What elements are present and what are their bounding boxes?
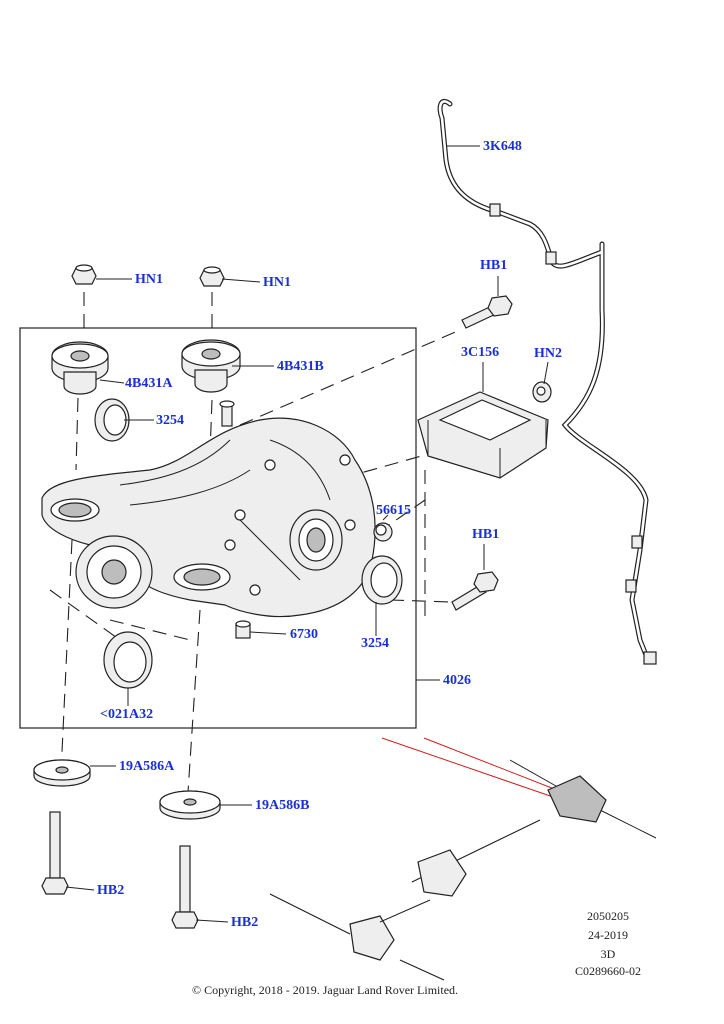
callout-6730: 6730 — [290, 627, 318, 642]
callout-4026: 4026 — [443, 673, 471, 688]
plug-6730 — [235, 620, 251, 639]
meta-ref: C0289660-02 — [575, 964, 641, 978]
callout-3254-upper: 3254 — [156, 413, 184, 428]
callout-4b431b: 4B431B — [277, 359, 324, 374]
washer-19a586b — [159, 790, 221, 820]
callout-56615: 56615 — [376, 503, 411, 518]
bolt-hb1-lower — [451, 571, 499, 611]
bush-4b431b — [181, 339, 241, 393]
washer-19a586a — [33, 759, 91, 787]
seal-3254-lower — [361, 555, 403, 605]
hn1-right-nut — [199, 266, 225, 287]
assembly-frame — [19, 327, 417, 729]
callout-hn1-left: HN1 — [135, 272, 163, 287]
bush-4b431a — [51, 341, 109, 395]
callout-hn1-right: HN1 — [263, 275, 291, 290]
nut-hn2 — [532, 381, 552, 403]
callout-3c156: 3C156 — [461, 345, 500, 360]
callout-hb1-upper: HB1 — [480, 258, 508, 273]
vehicle-location-thumbnail — [269, 737, 657, 981]
meta-code: 2050205 — [587, 909, 629, 923]
module-3c156 — [417, 391, 549, 479]
meta-view: 3D — [600, 947, 616, 961]
meta-date: 24-2019 — [588, 928, 628, 942]
copyright-notice: © Copyright, 2018 - 2019. Jaguar Land Ro… — [191, 983, 459, 997]
callout-021a32: <021A32 — [100, 707, 154, 722]
seal-021a32 — [103, 631, 153, 689]
hn1-left-nut — [71, 264, 97, 285]
bolt-hb2-left — [41, 811, 69, 895]
bolt-hb1-upper — [461, 295, 513, 329]
bolt-hb2-right — [171, 845, 199, 929]
callout-hb2-left: HB2 — [97, 883, 125, 898]
callout-19a586a: 19A586A — [119, 759, 175, 774]
callout-3k648: 3K648 — [483, 139, 522, 154]
callout-19a586b: 19A586B — [255, 798, 310, 813]
plug-56615 — [373, 522, 393, 542]
differential-housing — [41, 400, 376, 618]
callout-hn2: HN2 — [534, 346, 562, 361]
callout-3254-lower: 3254 — [361, 636, 389, 651]
leader-lines — [65, 145, 549, 923]
callout-4b431a: 4B431A — [125, 376, 173, 391]
callout-hb2-right: HB2 — [231, 915, 259, 930]
breather-hose-3k648 — [437, 98, 657, 665]
seal-3254-upper — [94, 398, 130, 442]
callout-hb1-lower: HB1 — [472, 527, 500, 542]
